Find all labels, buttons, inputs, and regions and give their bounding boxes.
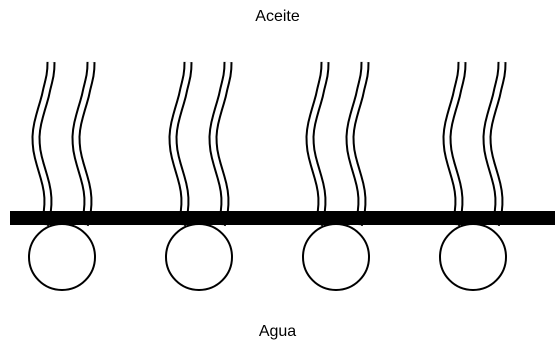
molecules-layer — [36, 62, 502, 225]
molecule-2-head — [166, 224, 232, 290]
molecule-4-head — [440, 224, 506, 290]
molecule-1-head — [29, 224, 95, 290]
heads-layer — [29, 224, 506, 290]
oil-water-interface — [10, 211, 555, 225]
molecule-3-head — [303, 224, 369, 290]
water-label: Agua — [0, 323, 555, 341]
